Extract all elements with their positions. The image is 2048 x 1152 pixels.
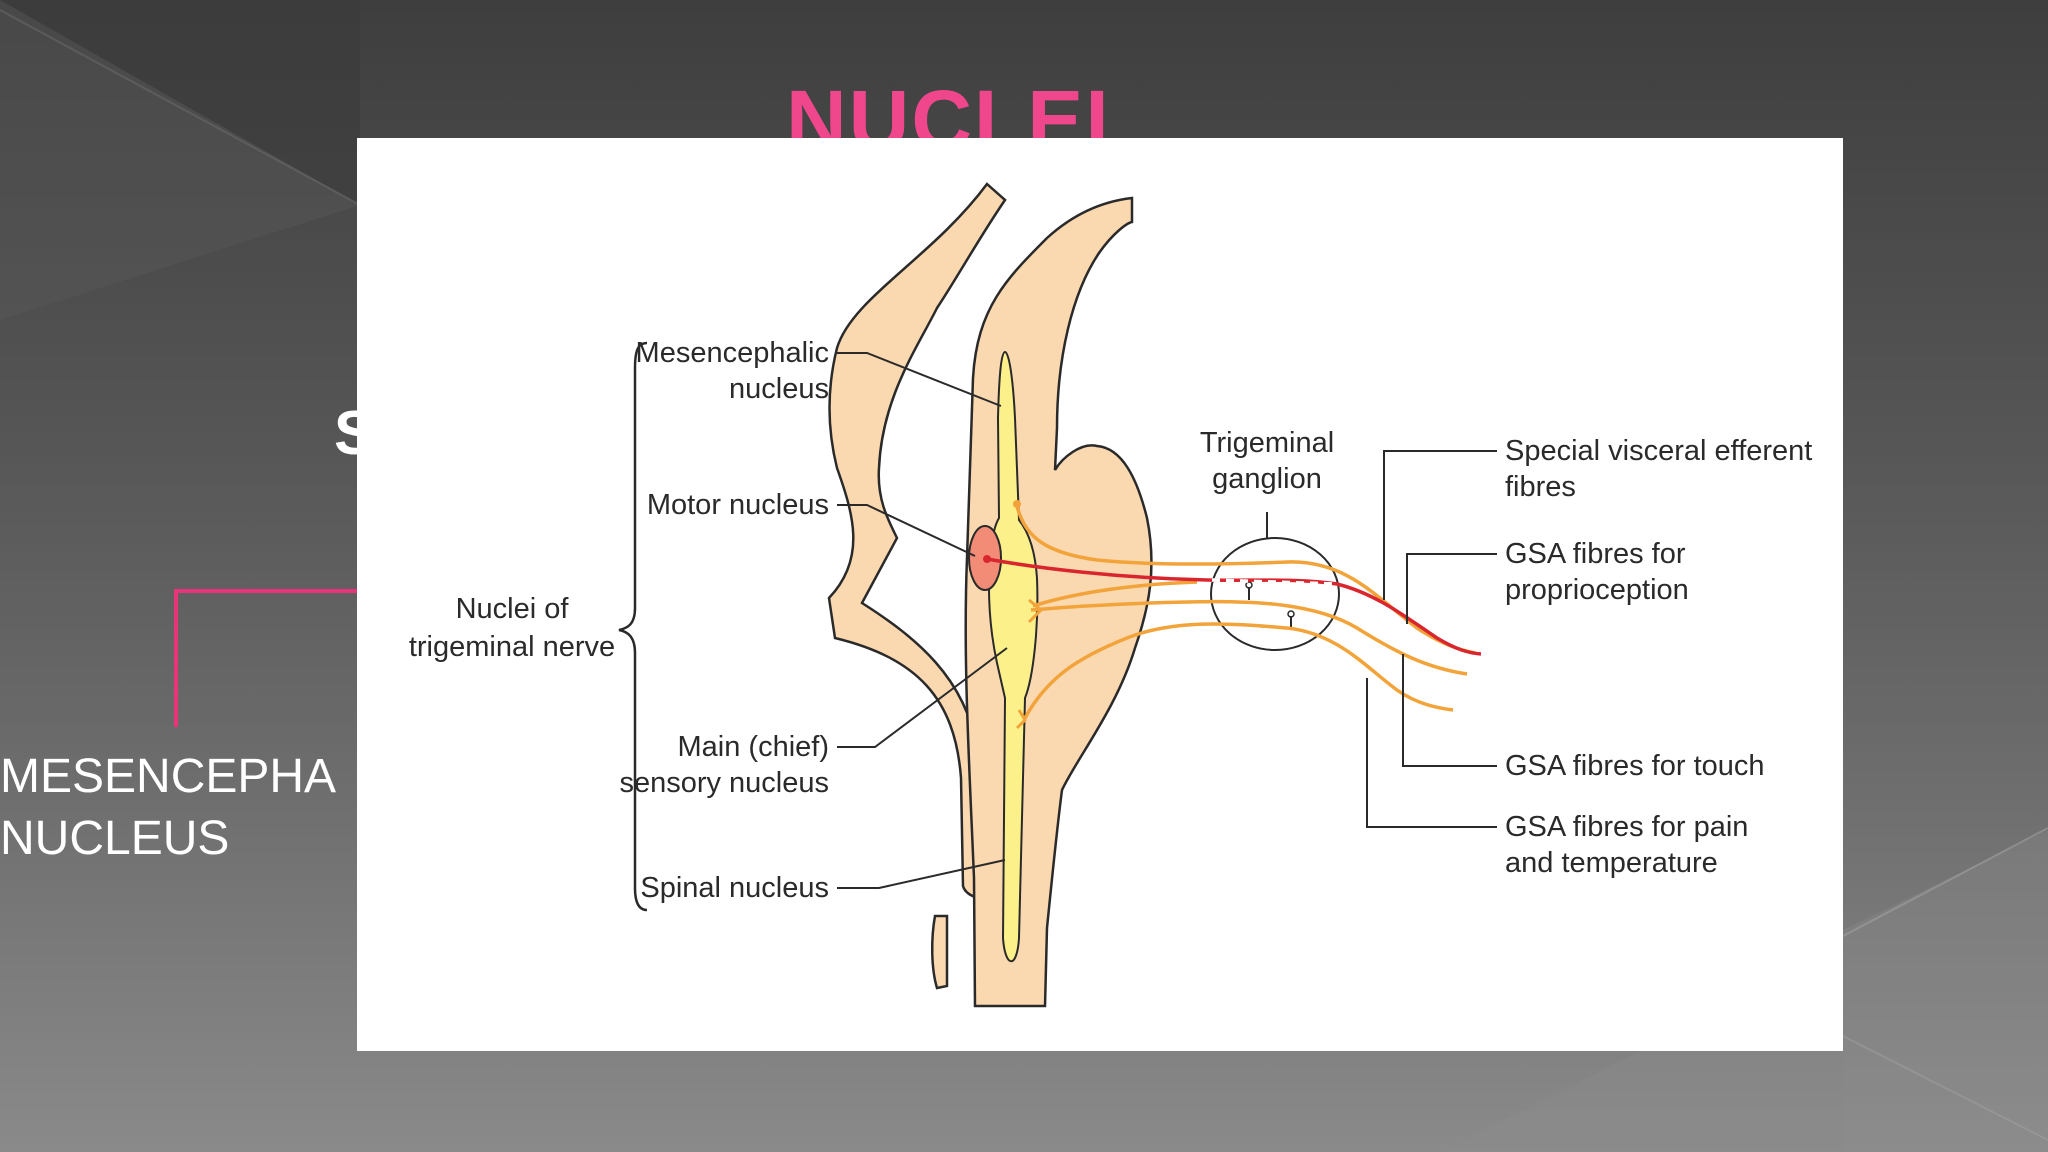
spinal-label: Spinal nucleus [640, 872, 829, 904]
side-label-line-2: NUCLEUS [0, 812, 230, 865]
side-label: MESENCEPHA NUCLEUS [0, 746, 336, 870]
figure-card: Nuclei of trigeminal nerve Mesencephalic… [357, 138, 1843, 1051]
afferent-fibre-touch [1030, 599, 1468, 676]
leader-proprioception [1406, 553, 1497, 624]
connector-line-horizontal [174, 589, 358, 593]
main-sensory-label-line-2: sensory nucleus [619, 767, 829, 799]
group-label-line-2: trigeminal nerve [409, 631, 615, 663]
proprioception-label-line-1: GSA fibres for [1505, 538, 1686, 570]
efferent-fibre-sve [986, 557, 1482, 656]
afferent-fibre-sensory-root [1032, 580, 1198, 608]
mesencephalic-label-line-1: Mesencephalic [636, 337, 829, 369]
brainstem-outer-strip [827, 182, 1007, 900]
brainstem-lower-stub [930, 914, 949, 990]
trigeminal-nuclei-diagram: Nuclei of trigeminal nerve Mesencephalic… [409, 182, 1812, 1008]
leader-main-sensory [837, 647, 1008, 748]
sve-label-line-1: Special visceral efferent [1505, 435, 1812, 467]
trigeminal-ganglion [1210, 537, 1340, 651]
nucleus-column [987, 350, 1039, 963]
afferent-fibre-touch-terminal [1027, 598, 1044, 624]
sve-label-line-2: fibres [1505, 471, 1576, 503]
ganglion-cell-body-2-dot [1287, 610, 1295, 618]
afferent-fibre-pain-terminal [1015, 709, 1027, 730]
ganglion-label-line-1: Trigeminal [1200, 427, 1334, 459]
connector-line-vertical [174, 589, 178, 727]
main-sensory-label-line-1: Main (chief) [678, 731, 830, 763]
leader-sve [1383, 450, 1497, 600]
touch-label: GSA fibres for touch [1505, 750, 1765, 782]
leader-pain [1366, 678, 1497, 828]
motor-label: Motor nucleus [647, 489, 829, 521]
afferent-fibre-proprioception [1015, 505, 1476, 655]
mesencephalic-label-line-2: nucleus [729, 373, 829, 405]
leader-touch [1402, 654, 1497, 767]
pain-label-line-1: GSA fibres for pain [1505, 811, 1748, 843]
proprioception-label-line-2: proprioception [1505, 574, 1689, 606]
pain-label-line-2: and temperature [1505, 847, 1718, 879]
nuclei-group-brace [618, 341, 648, 912]
afferent-fibre-pain [1023, 622, 1454, 719]
efferent-fibre-ganglion-segment [1211, 578, 1338, 586]
leader-spinal [837, 859, 1006, 889]
leader-mesencephalic [837, 352, 1002, 407]
group-label-line-1: Nuclei of [456, 593, 570, 625]
ganglion-cell-body-1-dot [1245, 581, 1253, 589]
side-label-line-1: MESENCEPHA [0, 750, 337, 803]
leader-motor [837, 504, 976, 557]
afferent-fibre-proprioception-origin [1013, 500, 1021, 508]
ganglion-label-line-2: ganglion [1212, 463, 1322, 495]
